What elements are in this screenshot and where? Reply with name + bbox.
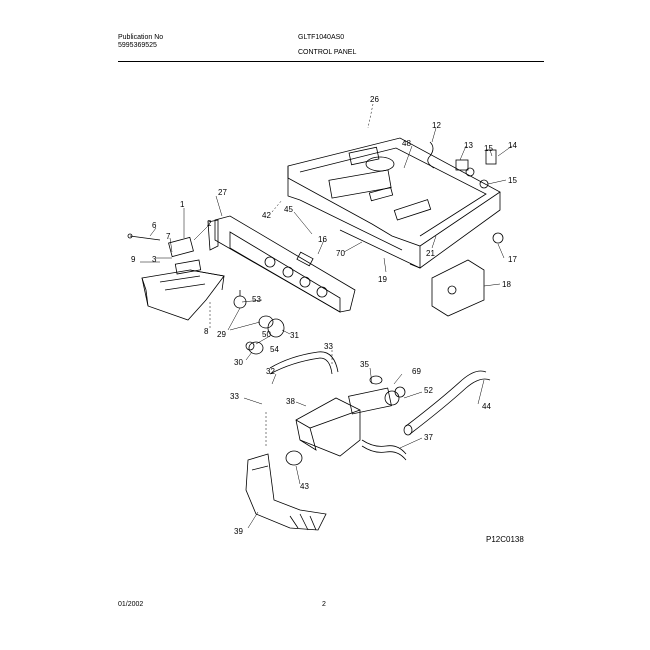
callout-6: 6	[152, 221, 157, 230]
callout-37: 37	[424, 433, 433, 442]
diagram-code: P12C0138	[486, 535, 524, 544]
leader-lines	[140, 103, 513, 529]
valve-assembly	[295, 375, 407, 461]
callout-50: 50	[262, 330, 271, 339]
callout-54: 54	[270, 345, 279, 354]
dispenser	[127, 233, 225, 321]
hose-44	[403, 370, 491, 436]
footer-page-number: 2	[322, 601, 326, 608]
callout-42: 42	[262, 211, 271, 220]
callout-32: 32	[266, 367, 275, 376]
bellows-39	[245, 450, 327, 531]
callout-12: 12	[432, 121, 441, 130]
callout-43: 43	[300, 482, 309, 491]
console-frame	[287, 137, 501, 269]
callout-18: 18	[502, 280, 511, 289]
callout-8: 8	[204, 327, 209, 336]
hose-32	[269, 351, 339, 375]
knobs	[233, 290, 285, 355]
callout-27: 27	[218, 188, 227, 197]
callout-2: 2	[207, 219, 212, 228]
small-parts	[427, 141, 504, 317]
callout-69: 69	[412, 367, 421, 376]
callout-30: 30	[234, 358, 243, 367]
callout-3: 3	[152, 255, 157, 264]
callout-53: 53	[252, 295, 261, 304]
model-number: GLTF1040AS0	[298, 34, 345, 41]
callout-29: 29	[217, 330, 226, 339]
callout-1: 1	[180, 200, 185, 209]
callout-33: 33	[230, 392, 239, 401]
section-title: CONTROL PANEL	[298, 49, 357, 56]
callout-13: 13	[464, 141, 473, 150]
callout-45: 45	[284, 205, 293, 214]
callout-44: 44	[482, 402, 491, 411]
callout-48: 48	[402, 139, 411, 148]
publication-number: 5995369525	[118, 42, 157, 49]
callout-labels: 26 12 48 13 15 14 15 27 42 45 1 2 6 7 3 …	[131, 95, 524, 544]
header-rule	[118, 61, 544, 62]
footer-date: 01/2002	[118, 601, 144, 608]
control-panel	[207, 215, 356, 313]
callout-26: 26	[370, 95, 379, 104]
publication-label: Publication No	[118, 34, 164, 41]
callout-15: 15	[508, 176, 517, 185]
callout-14: 14	[508, 141, 517, 150]
callout-19: 19	[378, 275, 387, 284]
callout-9: 9	[131, 255, 136, 264]
callout-39: 39	[234, 527, 243, 536]
callout-7: 7	[166, 232, 171, 241]
callout-70: 70	[336, 249, 345, 258]
callout-35: 35	[360, 360, 369, 369]
callout-38: 38	[286, 397, 295, 406]
callout-16: 16	[318, 235, 327, 244]
callout-21: 21	[426, 249, 435, 258]
callout-33: 33	[324, 342, 333, 351]
callout-17: 17	[508, 255, 517, 264]
callout-31: 31	[290, 331, 299, 340]
callout-52: 52	[424, 386, 433, 395]
callout-15: 15	[484, 144, 493, 153]
